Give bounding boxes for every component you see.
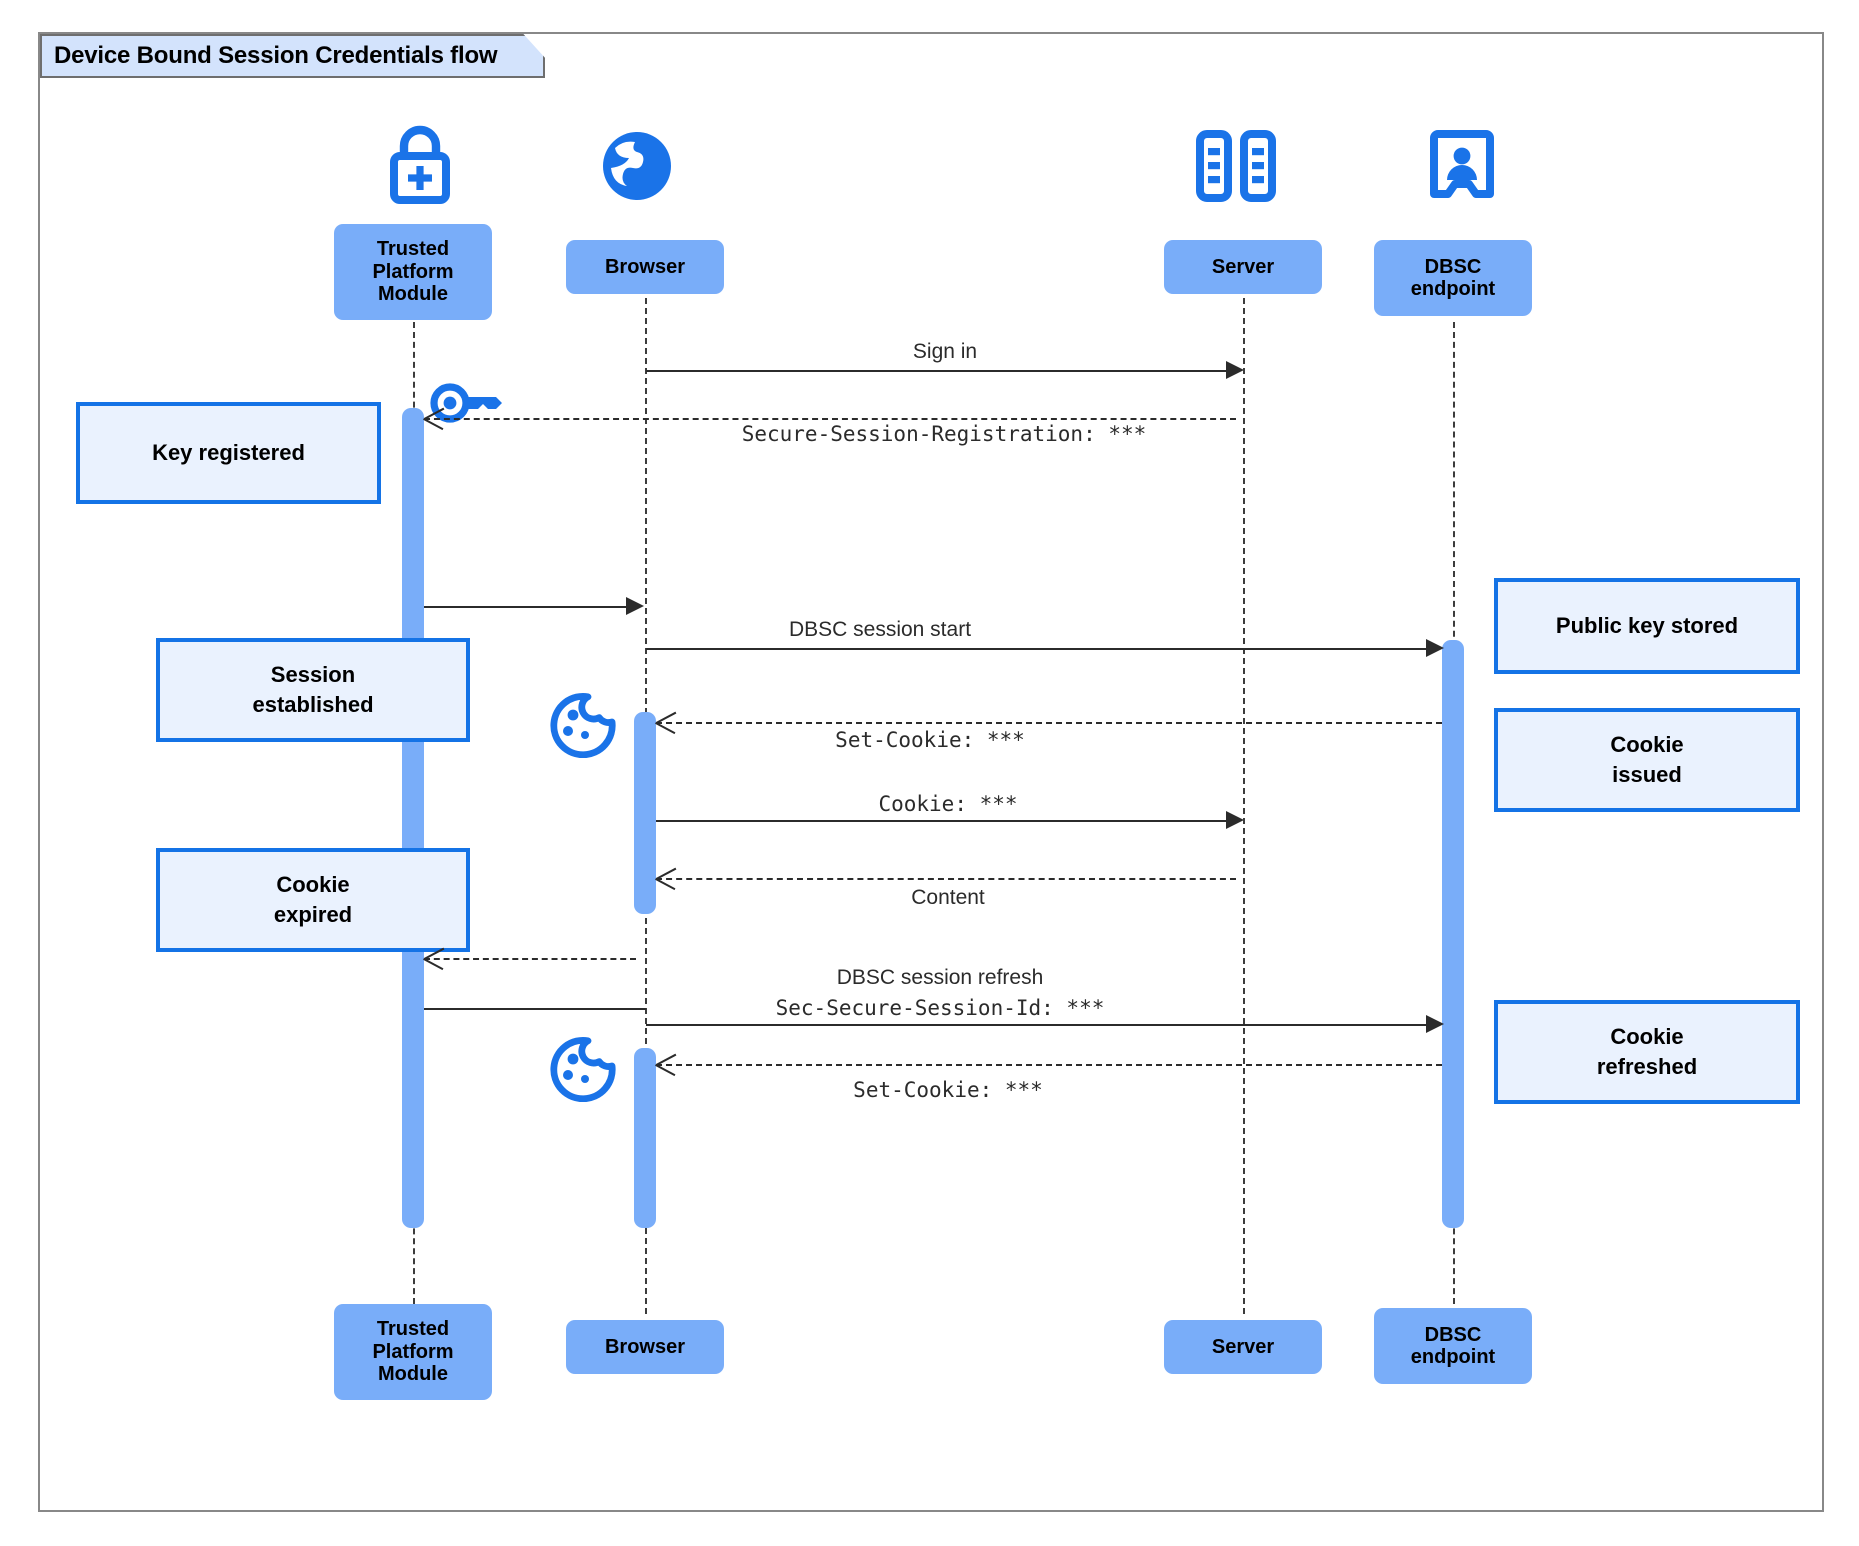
- arrowhead-open: [656, 867, 678, 889]
- lifeline-server: [1243, 288, 1245, 1314]
- note-session-established: Session established: [156, 638, 470, 742]
- note-text: Key registered: [152, 440, 305, 466]
- message-line-dbsc-session-refresh: [646, 1024, 1436, 1026]
- arrowhead-open: [424, 407, 446, 429]
- server-rack-icon: [1194, 128, 1278, 209]
- message-label-cookie: Cookie: ***: [878, 792, 1018, 816]
- message-label-dbsc-session-refresh: DBSC session refresh: [836, 966, 1044, 989]
- id-badge-icon: [1428, 128, 1496, 209]
- lock-plus-icon: [368, 124, 472, 209]
- cookie-icon: [548, 692, 616, 763]
- note-public-key-stored: Public key stored: [1494, 578, 1800, 674]
- activation-bar-browser-2: [634, 1048, 656, 1228]
- message-label-sign-in: Sign in: [912, 340, 978, 363]
- message-line-tpm-to-browser-2: [424, 1008, 646, 1010]
- activation-bar-dbsc: [1442, 640, 1464, 1228]
- message-label-set-cookie-2: Set-Cookie: ***: [853, 1078, 1043, 1102]
- participant-dbsc-bottom[interactable]: DBSC endpoint: [1374, 1308, 1532, 1384]
- message-line-set-cookie-2: [656, 1064, 1442, 1066]
- note-cookie-expired: Cookie expired: [156, 848, 470, 952]
- participant-label: Trusted Platform Module: [372, 1318, 454, 1386]
- participant-label: DBSC endpoint: [1410, 255, 1496, 300]
- note-text: Public key stored: [1555, 613, 1739, 639]
- arrowhead-open: [656, 711, 678, 733]
- note-text: Cookie expired: [273, 872, 353, 927]
- note-cookie-issued: Cookie issued: [1494, 708, 1800, 812]
- message-line-secure-session-registration: [424, 418, 1236, 420]
- participant-label: Server: [1211, 255, 1275, 278]
- cookie-icon: [548, 1036, 616, 1107]
- note-text: Cookie refreshed: [1596, 1024, 1698, 1079]
- arrowhead-open: [424, 947, 446, 969]
- message-label-set-cookie-1: Set-Cookie: ***: [835, 728, 1025, 752]
- participant-tpm-bottom[interactable]: Trusted Platform Module: [334, 1304, 492, 1400]
- participant-server-top[interactable]: Server: [1164, 240, 1322, 294]
- participant-label: DBSC endpoint: [1410, 1323, 1496, 1368]
- participant-label: Trusted Platform Module: [372, 238, 454, 306]
- message-line-set-cookie-1: [656, 722, 1442, 724]
- message-label-content: Content: [911, 886, 985, 909]
- note-key-registered: Key registered: [76, 402, 381, 504]
- participant-label: Browser: [604, 255, 686, 278]
- message-line-tpm-to-browser-1: [424, 606, 636, 608]
- key-icon: [430, 378, 506, 433]
- participant-label: Browser: [604, 1335, 686, 1358]
- globe-icon: [597, 126, 677, 211]
- message-line-browser-to-tpm: [424, 958, 636, 960]
- message-label-secure-session-registration: Secure-Session-Registration: ***: [741, 422, 1147, 446]
- arrowhead-filled: [1226, 811, 1244, 829]
- arrowhead-filled: [1226, 361, 1244, 379]
- participant-browser-bottom[interactable]: Browser: [566, 1320, 724, 1374]
- arrowhead-open: [656, 1053, 678, 1075]
- activation-bar-browser-1: [634, 712, 656, 914]
- participant-tpm-top[interactable]: Trusted Platform Module: [334, 224, 492, 320]
- message-line-content: [656, 878, 1236, 880]
- arrowhead-filled: [626, 597, 644, 615]
- note-text: Cookie issued: [1610, 732, 1684, 787]
- message-line-cookie: [656, 820, 1236, 822]
- note-text: Session established: [252, 662, 374, 717]
- participant-browser-top[interactable]: Browser: [566, 240, 724, 294]
- message-line-dbsc-session-start: [646, 648, 1436, 650]
- message-label-sec-secure-session-id: Sec-Secure-Session-Id: ***: [775, 996, 1105, 1020]
- diagram-title-tab: Device Bound Session Credentials flow: [40, 34, 545, 78]
- message-line-sign-in: [646, 370, 1236, 372]
- arrowhead-filled: [1426, 1015, 1444, 1033]
- message-label-dbsc-session-start: DBSC session start: [788, 618, 972, 641]
- arrowhead-filled: [1426, 639, 1444, 657]
- activation-bar-tpm: [402, 408, 424, 1228]
- page-title: Device Bound Session Credentials flow: [54, 42, 498, 69]
- participant-server-bottom[interactable]: Server: [1164, 1320, 1322, 1374]
- participant-dbsc-top[interactable]: DBSC endpoint: [1374, 240, 1532, 316]
- note-cookie-refreshed: Cookie refreshed: [1494, 1000, 1800, 1104]
- participant-label: Server: [1211, 1335, 1275, 1358]
